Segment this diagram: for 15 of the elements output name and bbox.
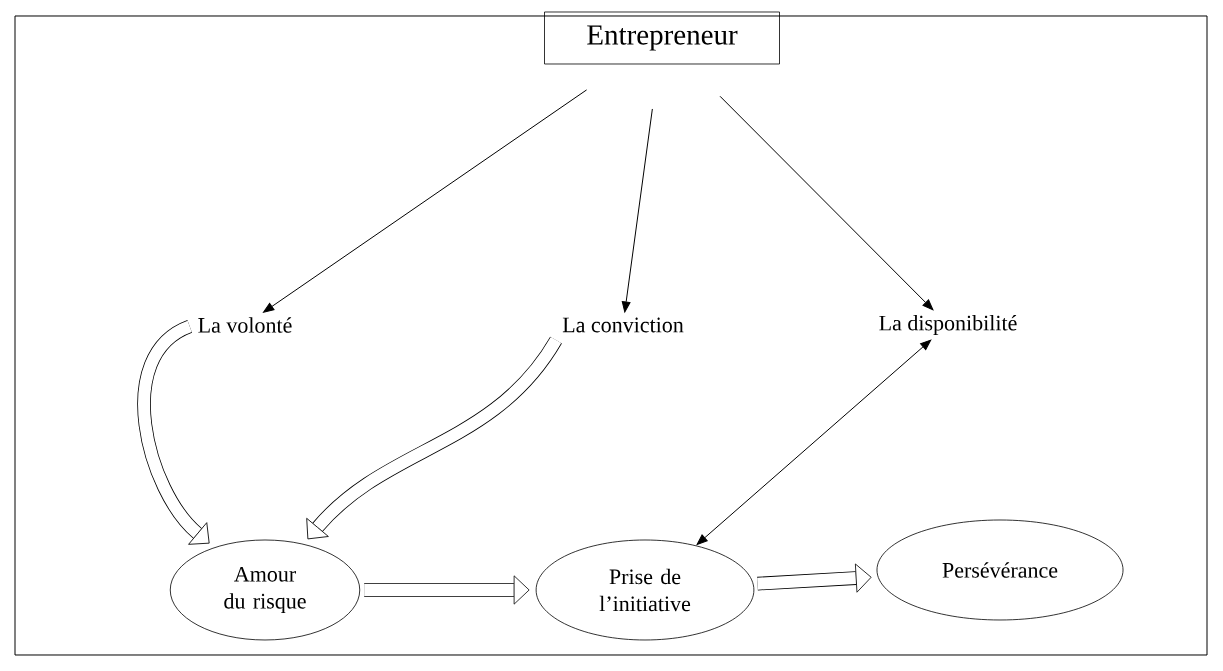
arrow <box>696 339 932 545</box>
node-label: La conviction <box>562 317 684 333</box>
node-label: La volonté <box>198 317 292 333</box>
block-arrow <box>364 575 530 605</box>
block-arrow <box>137 320 210 545</box>
ellipse-node: Persévérance <box>876 519 1124 621</box>
block-arrow <box>306 336 562 540</box>
block-arrow <box>757 563 872 593</box>
arrow <box>621 108 653 313</box>
ellipse-node: Prise de l’initiative <box>535 539 755 641</box>
arrow <box>719 95 934 311</box>
entrepreneur-box: Entrepreneur <box>544 11 780 65</box>
arrow <box>263 89 588 313</box>
ellipse-node: Amour du risque <box>169 539 361 641</box>
node-label: La disponibilité <box>879 315 1017 335</box>
